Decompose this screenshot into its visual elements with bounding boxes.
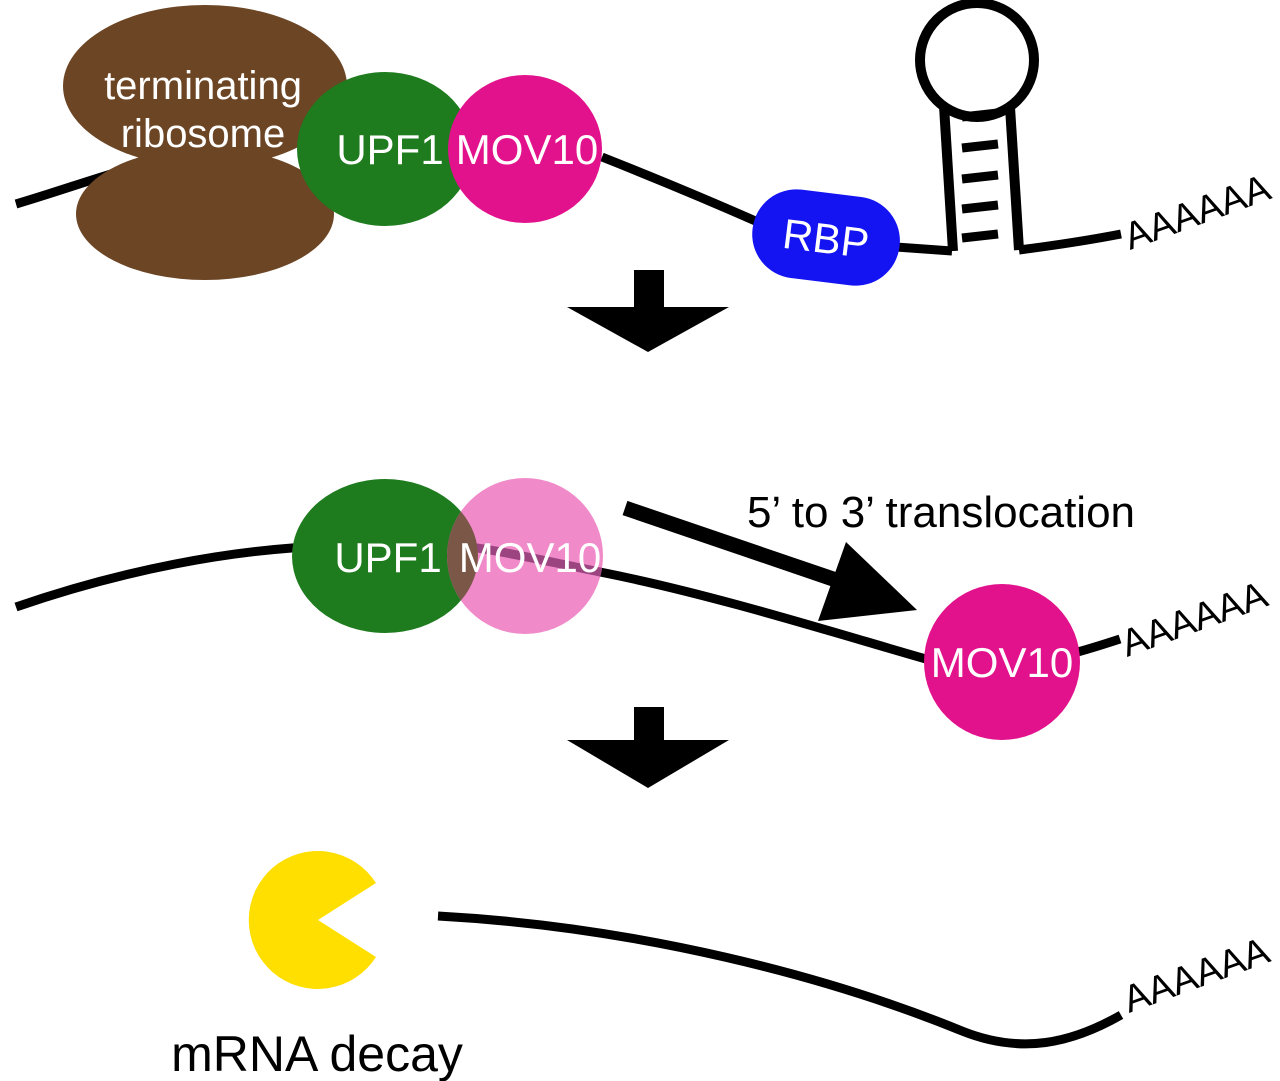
polya-label-middle: AAAAAA (1116, 574, 1274, 666)
basepair-rung (961, 170, 999, 184)
polya-label-top: AAAAAA (1119, 167, 1277, 259)
ribosome-label-line2: ribosome (121, 112, 286, 156)
mov10-circle-translocated (924, 584, 1080, 740)
rbp-pill (752, 189, 900, 286)
ribosome-small-subunit (63, 5, 347, 167)
basepair-rung (961, 139, 999, 153)
translocation-arrow (622, 500, 917, 621)
translocation-arrow-shaft (622, 500, 839, 588)
down-arrow-icon (567, 270, 729, 352)
down-arrow-icon (567, 707, 729, 788)
polya-label-bottom: AAAAAA (1118, 930, 1276, 1022)
rbp-group: RBP (752, 189, 900, 286)
mov10-label-top: MOV10 (456, 126, 598, 173)
polya-tail-bottom: AAAAAA (1118, 930, 1276, 1022)
translocation-arrowhead (818, 542, 917, 621)
stem-right-strand (1005, 106, 1024, 251)
mrna-top-mid-segment (600, 152, 762, 228)
stem-loop-structure (915, 0, 1039, 252)
polya-tail-top: AAAAAA (1119, 167, 1277, 259)
translocation-label: 5’ to 3’ translocation (747, 488, 1135, 537)
rbp-label: RBP (780, 210, 871, 267)
exonuclease-pacman-icon (248, 851, 376, 990)
mrna-top-right-segment (1018, 229, 1122, 255)
upf1-label-middle: UPF1 (334, 534, 441, 581)
stem-loop-circle (915, 0, 1039, 122)
upf1-ellipse-middle (292, 479, 478, 633)
ribosome-label-line1: terminating (104, 64, 302, 108)
mov10-translocated-label: MOV10 (931, 639, 1073, 686)
mov10-bound-label: MOV10 (459, 534, 601, 581)
basepair-rung (961, 229, 999, 243)
upf1-ellipse-top (297, 72, 473, 226)
mov10-ellipse-top (448, 75, 602, 223)
basepair-rung (961, 108, 999, 122)
mrna-decay-label: mRNA decay (171, 1026, 463, 1081)
ribosome-large-subunit (76, 148, 334, 280)
polya-tail-middle: AAAAAA (1116, 574, 1274, 666)
basepair-rung (961, 200, 999, 214)
mrna-bottom (437, 911, 1124, 1049)
mrna-top-rbp-stem-segment (895, 242, 953, 256)
upf1-label-top: UPF1 (336, 126, 443, 173)
stem-left-strand (939, 105, 958, 252)
